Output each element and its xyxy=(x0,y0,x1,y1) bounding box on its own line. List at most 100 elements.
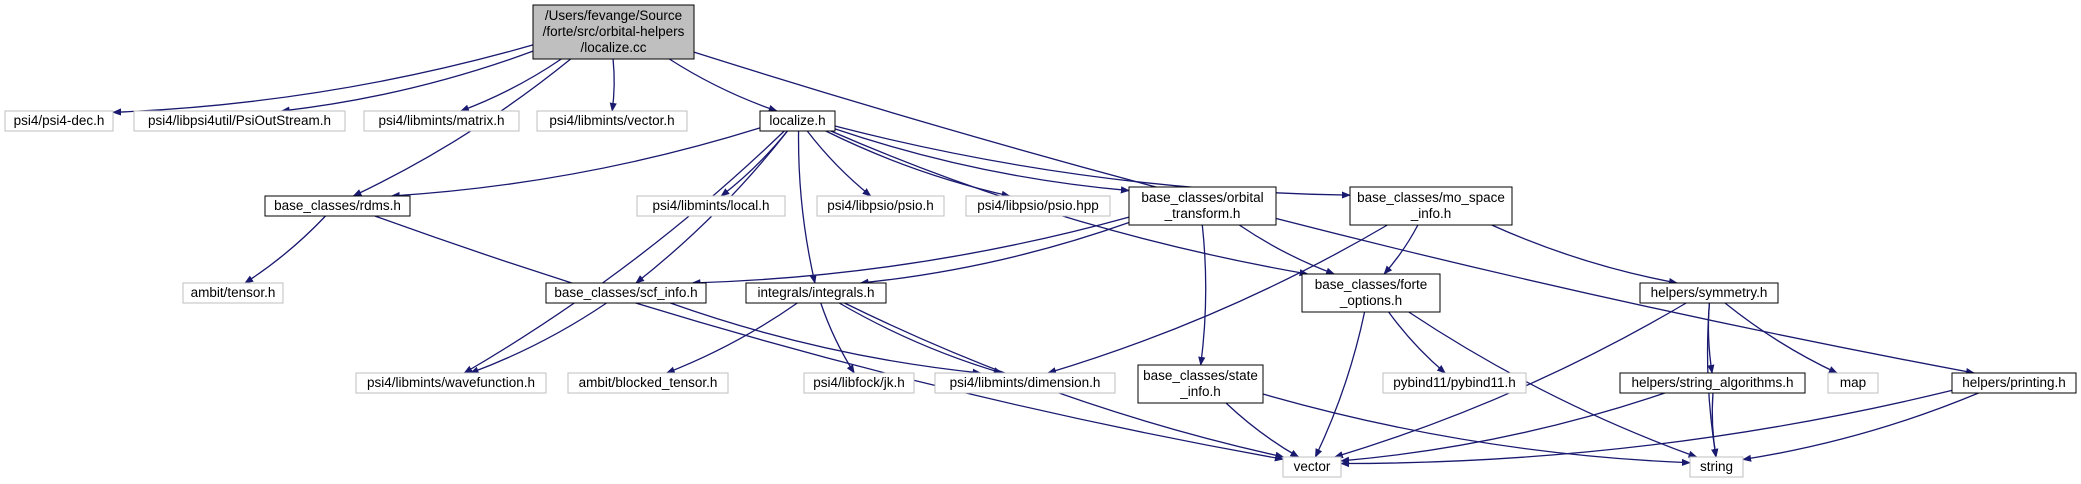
edge-localize_h-to-integrals xyxy=(797,130,817,284)
node-box xyxy=(636,195,786,217)
node-box xyxy=(545,282,707,304)
node-box xyxy=(1382,372,1527,394)
node-label: localize.h xyxy=(769,113,825,128)
node-box xyxy=(567,372,729,394)
edge-printing-to-vector xyxy=(1340,389,1953,468)
node-string-algorithms[interactable]: helpers/string_algorithms.h xyxy=(1619,372,1806,394)
node-printing[interactable]: helpers/printing.h xyxy=(1951,372,2077,394)
edge-printing-to-string xyxy=(1742,392,1979,462)
node-box xyxy=(745,282,887,304)
node-label: _info.h xyxy=(1179,384,1221,399)
node-label: /localize.cc xyxy=(580,40,646,55)
node-box xyxy=(1349,186,1513,226)
node-box xyxy=(355,372,547,394)
node-symmetry[interactable]: helpers/symmetry.h xyxy=(1639,282,1779,304)
node-label: map xyxy=(1840,375,1866,390)
node-label: base_classes/scf_info.h xyxy=(554,285,697,300)
node-label: psi4/libpsi4util/PsiOutStream.h xyxy=(148,113,331,128)
edge-localize_h-to-forte_options xyxy=(830,130,1309,277)
node-label: _options.h xyxy=(1339,293,1402,308)
node-label: base_classes/forte xyxy=(1315,277,1428,292)
node-state-info[interactable]: base_classes/state_info.h xyxy=(1137,364,1264,404)
node-label: base_classes/state xyxy=(1143,368,1258,383)
dependency-edges xyxy=(112,44,1979,468)
node-box xyxy=(1639,282,1779,304)
edge-rdms-to-vector xyxy=(374,215,1284,462)
node-rdms[interactable]: base_classes/rdms.h xyxy=(264,195,411,217)
edge-orbital_transform-to-state_info xyxy=(1198,224,1207,366)
node-box xyxy=(1137,364,1264,404)
node-psio-h[interactable]: psi4/libpsio/psio.h xyxy=(816,195,945,217)
edge-orbital_transform-to-forte_options xyxy=(1238,224,1336,275)
node-psi4-dec[interactable]: psi4/psi4-dec.h xyxy=(4,110,114,132)
node-label: /Users/fevange/Source xyxy=(545,8,682,23)
node-label: psi4/libmints/vector.h xyxy=(549,113,674,128)
node-label: _info.h xyxy=(1410,206,1452,221)
edge-orbital_transform-to-scf_info xyxy=(691,216,1130,287)
node-label: base_classes/mo_space xyxy=(1357,190,1505,205)
node-psioutstream[interactable]: psi4/libpsi4util/PsiOutStream.h xyxy=(133,110,346,132)
node-label: helpers/string_algorithms.h xyxy=(1631,375,1793,390)
edge-localize_cc-to-matrix xyxy=(459,58,562,112)
node-pybind11[interactable]: pybind11/pybind11.h xyxy=(1382,372,1527,394)
node-box xyxy=(803,372,915,394)
node-label: psi4/libmints/dimension.h xyxy=(950,375,1101,390)
node-orbital-transform[interactable]: base_classes/orbital_transform.h xyxy=(1128,186,1277,226)
node-box xyxy=(536,110,688,132)
node-label: psi4/libpsio/psio.hpp xyxy=(977,198,1099,213)
edge-localize_cc-to-printing xyxy=(693,51,1975,376)
edge-localize_h-to-local xyxy=(720,130,788,197)
edge-localize_cc-to-rdms xyxy=(352,58,572,197)
edge-integrals-to-blocked_tensor xyxy=(665,302,798,374)
node-label: pybind11/pybind11.h xyxy=(1393,375,1516,390)
edge-string_algorithms-to-vector xyxy=(1340,392,1666,464)
edge-localize_h-to-mo_space_info xyxy=(834,125,1351,199)
node-label: ambit/blocked_tensor.h xyxy=(579,375,718,390)
edge-integrals-to-dimension xyxy=(838,302,1003,375)
node-box xyxy=(1282,456,1342,478)
node-localize-cc[interactable]: /Users/fevange/Source/forte/src/orbital-… xyxy=(532,4,695,60)
node-scf-info[interactable]: base_classes/scf_info.h xyxy=(545,282,707,304)
node-label: vector xyxy=(1294,459,1331,474)
node-label: base_classes/rdms.h xyxy=(274,198,401,213)
node-wavefunction[interactable]: psi4/libmints/wavefunction.h xyxy=(355,372,547,394)
node-box xyxy=(1128,186,1277,226)
node-label: string xyxy=(1700,459,1733,474)
edge-localize_cc-to-localize_h xyxy=(668,58,778,112)
edge-localize_h-to-orbital_transform xyxy=(834,128,1130,194)
node-vector-h[interactable]: psi4/libmints/vector.h xyxy=(536,110,688,132)
edge-localize_h-to-psio_h xyxy=(806,130,872,197)
node-label: psi4/libmints/matrix.h xyxy=(378,113,504,128)
node-forte-options[interactable]: base_classes/forte_options.h xyxy=(1301,273,1441,313)
edge-rdms-to-tensor xyxy=(244,215,326,284)
node-string[interactable]: string xyxy=(1689,456,1744,478)
node-tensor[interactable]: ambit/tensor.h xyxy=(182,282,284,304)
node-label: helpers/symmetry.h xyxy=(1651,285,1768,300)
edge-localize_cc-to-vector_h xyxy=(609,58,617,112)
node-jk[interactable]: psi4/libfock/jk.h xyxy=(803,372,915,394)
edge-string_algorithms-to-string xyxy=(1711,392,1719,458)
node-box xyxy=(1689,456,1744,478)
node-box xyxy=(759,110,836,132)
node-dimension[interactable]: psi4/libmints/dimension.h xyxy=(934,372,1116,394)
node-integrals[interactable]: integrals/integrals.h xyxy=(745,282,887,304)
node-box xyxy=(4,110,114,132)
dependency-nodes: /Users/fevange/Source/forte/src/orbital-… xyxy=(4,4,2077,478)
node-label: _transform.h xyxy=(1164,206,1241,221)
node-box xyxy=(182,282,284,304)
node-local[interactable]: psi4/libmints/local.h xyxy=(636,195,786,217)
edge-state_info-to-vector xyxy=(1225,402,1300,458)
node-box xyxy=(934,372,1116,394)
node-label: psi4/libmints/wavefunction.h xyxy=(367,375,535,390)
node-mo-space-info[interactable]: base_classes/mo_space_info.h xyxy=(1349,186,1513,226)
node-label: psi4/libfock/jk.h xyxy=(813,375,905,390)
node-psio-hpp[interactable]: psi4/libpsio/psio.hpp xyxy=(965,195,1111,217)
edge-localize_h-to-rdms xyxy=(390,127,761,200)
node-matrix[interactable]: psi4/libmints/matrix.h xyxy=(363,110,520,132)
node-vector[interactable]: vector xyxy=(1282,456,1342,478)
node-map[interactable]: map xyxy=(1827,372,1879,394)
node-blocked-tensor[interactable]: ambit/blocked_tensor.h xyxy=(567,372,729,394)
edge-mo_space_info-to-symmetry xyxy=(1491,224,1678,286)
node-localize-h[interactable]: localize.h xyxy=(759,110,836,132)
